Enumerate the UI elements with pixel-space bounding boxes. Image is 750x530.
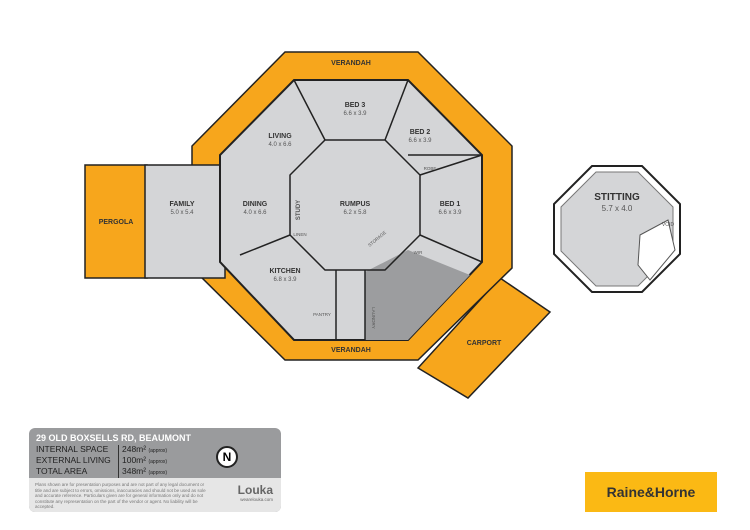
- area-label: TOTAL AREA: [36, 467, 119, 478]
- brand-name: Louka: [237, 483, 273, 497]
- room-name: LIVING: [268, 133, 292, 140]
- area-value: 248m²: [122, 444, 147, 454]
- room-name: VERANDAH: [331, 60, 371, 67]
- room-dims: 5.7 x 4.0: [602, 204, 633, 213]
- linen-label: LINEN: [293, 232, 306, 237]
- interior-walls: [239, 79, 483, 340]
- disclaimer: Plans shown are for presentation purpose…: [29, 478, 281, 512]
- address: 29 OLD BOXSELLS RD, BEAUMONT: [36, 433, 192, 443]
- room-name: CARPORT: [467, 340, 502, 347]
- raine-horne-logo: Raine&Horne: [585, 472, 717, 512]
- area-note: (approx): [148, 448, 168, 454]
- stair: [637, 219, 676, 281]
- area-note: (approx): [148, 459, 168, 465]
- robe-label: ROBE: [424, 166, 437, 171]
- wir-label: WIR: [414, 250, 423, 255]
- pergola: [84, 164, 148, 279]
- room-dims: 4.0 x 6.6: [243, 210, 267, 216]
- pantry-label: PANTRY: [313, 312, 331, 317]
- room-dims: 6.6 x 3.9: [408, 138, 432, 144]
- room-name: BED 3: [345, 102, 366, 109]
- area-note: (approx): [148, 470, 168, 476]
- room-name: RUMPUS: [340, 201, 371, 208]
- study-label: STUDY: [296, 200, 302, 220]
- room-name: STITTING: [594, 192, 640, 203]
- void-label: VOID: [662, 222, 675, 228]
- area-label: EXTERNAL LIVING: [36, 456, 119, 467]
- wet-areas: [365, 250, 470, 340]
- carport: [416, 277, 552, 399]
- room-name: VERANDAH: [331, 347, 371, 354]
- room-name: DINING: [243, 201, 268, 208]
- room-dims: 5.0 x 5.4: [170, 210, 194, 216]
- area-value: 348m²: [122, 466, 147, 476]
- north-compass-icon: N: [216, 446, 238, 468]
- room-dims: 6.6 x 3.9: [438, 210, 462, 216]
- room-name: BED 2: [410, 129, 431, 136]
- room-dims: 6.2 x 5.8: [343, 210, 367, 216]
- room-dims: 4.0 x 6.6: [268, 142, 292, 148]
- room-name: KITCHEN: [269, 268, 300, 275]
- room-labels: VERANDAH BED 3 6.6 x 3.9 BED 2 6.6 x 3.9…: [99, 60, 675, 354]
- family-area: [144, 164, 226, 279]
- room-name: BED 1: [440, 201, 461, 208]
- laundry-label: LAUNDRY: [371, 307, 376, 328]
- room-dims: 6.6 x 3.9: [343, 111, 367, 117]
- room-dims: 6.8 x 3.9: [273, 277, 297, 283]
- property-info-panel: 29 OLD BOXSELLS RD, BEAUMONT INTERNAL SP…: [29, 428, 281, 512]
- area-value: 100m²: [122, 455, 147, 465]
- brand-url: wearelouka.com: [240, 497, 273, 502]
- area-label: INTERNAL SPACE: [36, 445, 119, 456]
- room-name: PERGOLA: [99, 219, 134, 226]
- room-name: FAMILY: [169, 201, 194, 208]
